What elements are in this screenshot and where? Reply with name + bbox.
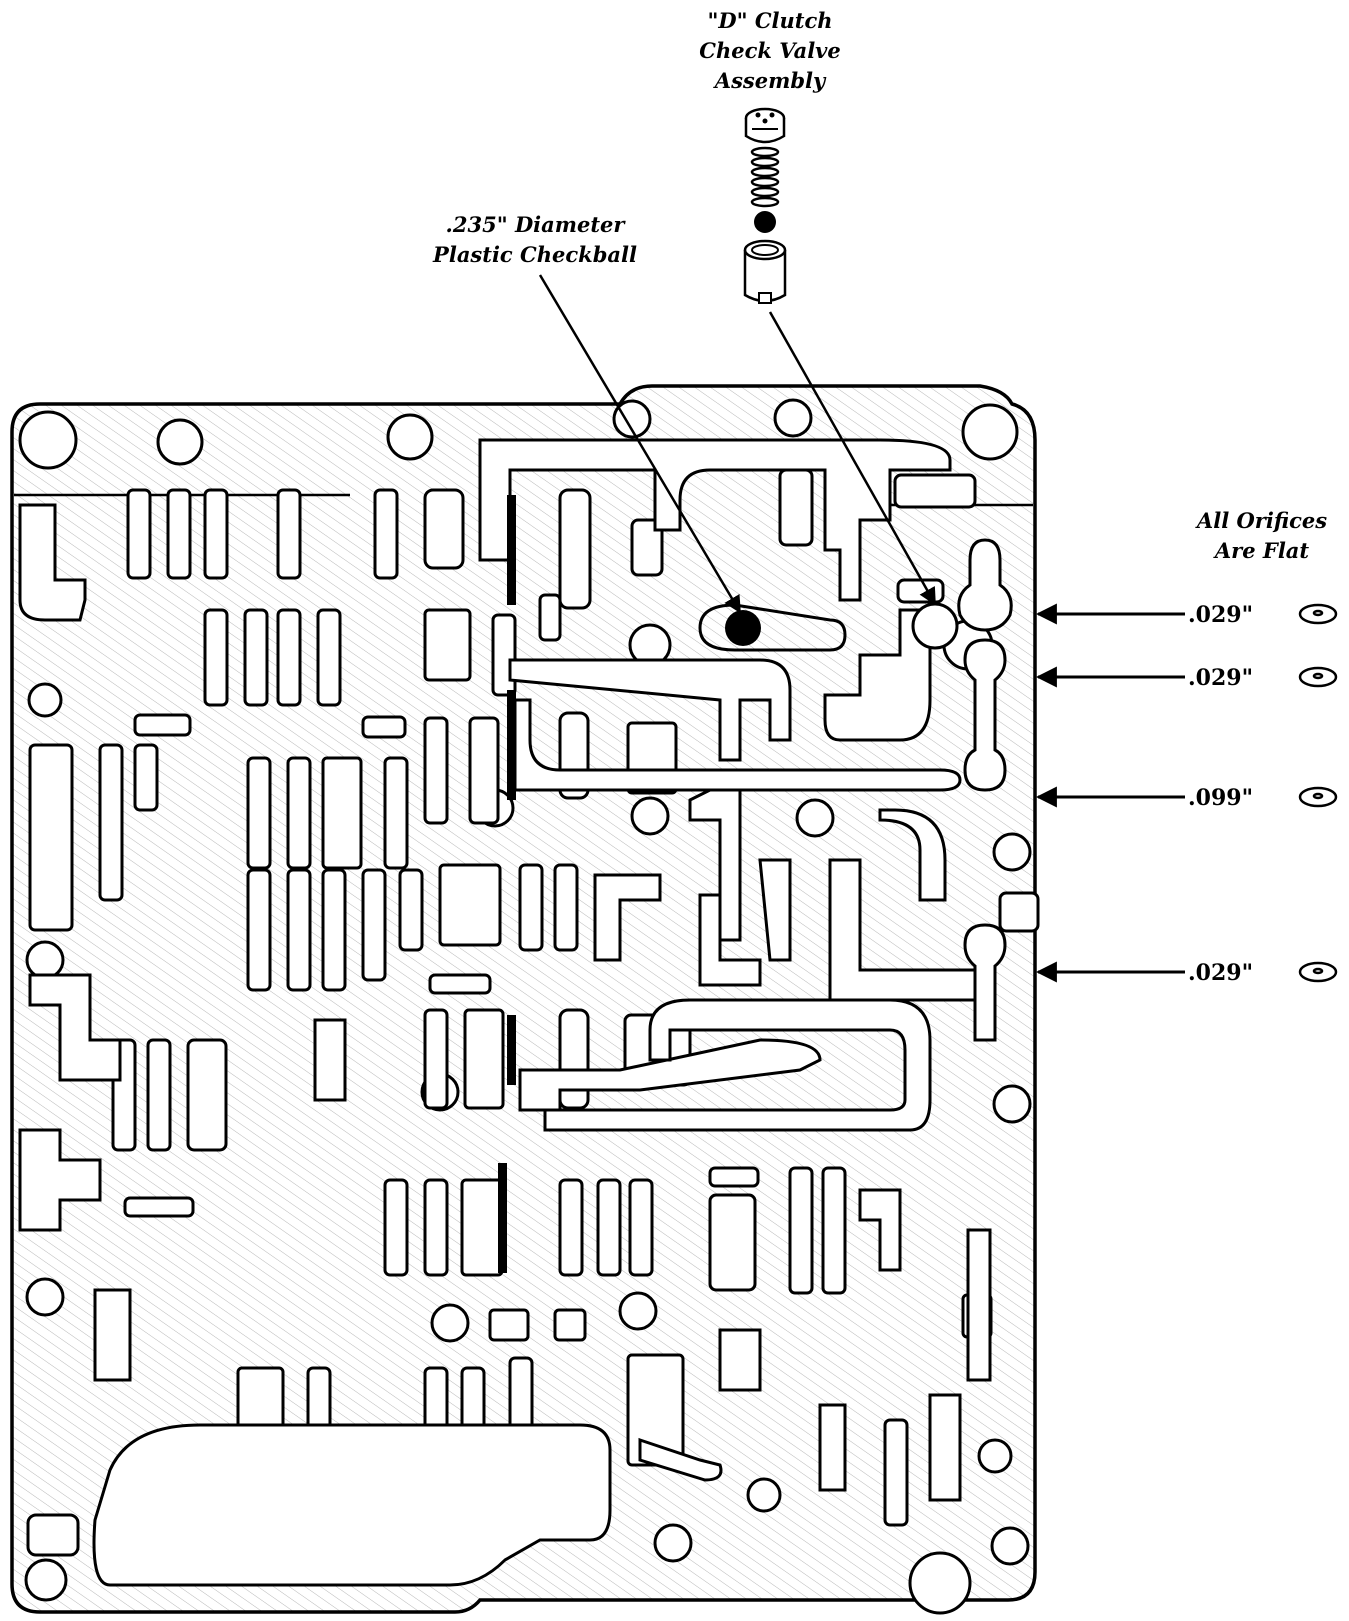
plastic-checkball	[725, 610, 761, 646]
checkball-pocket	[698, 603, 847, 652]
bolt-hole	[386, 413, 434, 461]
orifice-note-line-2: Are Flat	[1213, 538, 1310, 563]
bolt-hole	[977, 1438, 1013, 1474]
check-valve-label-line-3: Assembly	[713, 68, 827, 93]
bolt-hole	[992, 1084, 1032, 1124]
checkball-label-line-1: .235" Diameter	[446, 212, 627, 237]
bolt-hole	[992, 832, 1032, 872]
plate-passages	[18, 398, 1040, 1615]
orifice-passage	[963, 923, 1007, 1042]
valve-retainer-cap	[744, 107, 786, 144]
orifice-washer-icons	[1298, 603, 1338, 983]
bolt-hole	[630, 796, 670, 836]
valve-spring	[750, 146, 780, 208]
bolt-hole	[773, 398, 813, 438]
valve-seat-sleeve	[743, 239, 787, 304]
valve-checkball	[754, 211, 776, 233]
orifice-size-label: .029"	[1188, 665, 1253, 691]
bolt-hole	[18, 410, 78, 470]
checkball-leader	[538, 274, 742, 614]
bolt-hole	[430, 1303, 470, 1343]
bolt-hole	[25, 940, 65, 980]
bolt-hole	[27, 682, 63, 718]
orifice-passage	[963, 638, 1007, 792]
bolt-hole	[990, 1526, 1030, 1566]
check-valve-label-line-2: Check Valve	[699, 38, 841, 63]
bolt-hole	[156, 418, 204, 466]
bolt-hole	[24, 1558, 68, 1602]
bolt-hole	[618, 1291, 658, 1331]
orifice-size-label: .029"	[1188, 960, 1253, 986]
check-valve-label-line-1: "D" Clutch	[707, 8, 832, 33]
orifice-size-label: .099"	[1188, 785, 1253, 811]
slot-markers	[498, 495, 516, 1273]
checkball-label-line-2: Plastic Checkball	[432, 242, 637, 267]
orifice-size-label: .029"	[1188, 602, 1253, 628]
bolt-hole	[653, 1523, 693, 1563]
check-valve-bore	[911, 602, 959, 650]
orifice-passage	[957, 538, 1013, 632]
bolt-hole	[612, 399, 652, 439]
bolt-hole	[795, 798, 835, 838]
bolt-hole	[746, 1477, 782, 1513]
bolt-hole	[25, 1277, 65, 1317]
bolt-hole	[961, 403, 1019, 461]
orifice-note-line-1: All Orifices	[1195, 508, 1327, 533]
bolt-hole	[908, 1551, 972, 1615]
check-valve-leader	[768, 311, 937, 606]
check-valve-assembly	[743, 107, 787, 304]
